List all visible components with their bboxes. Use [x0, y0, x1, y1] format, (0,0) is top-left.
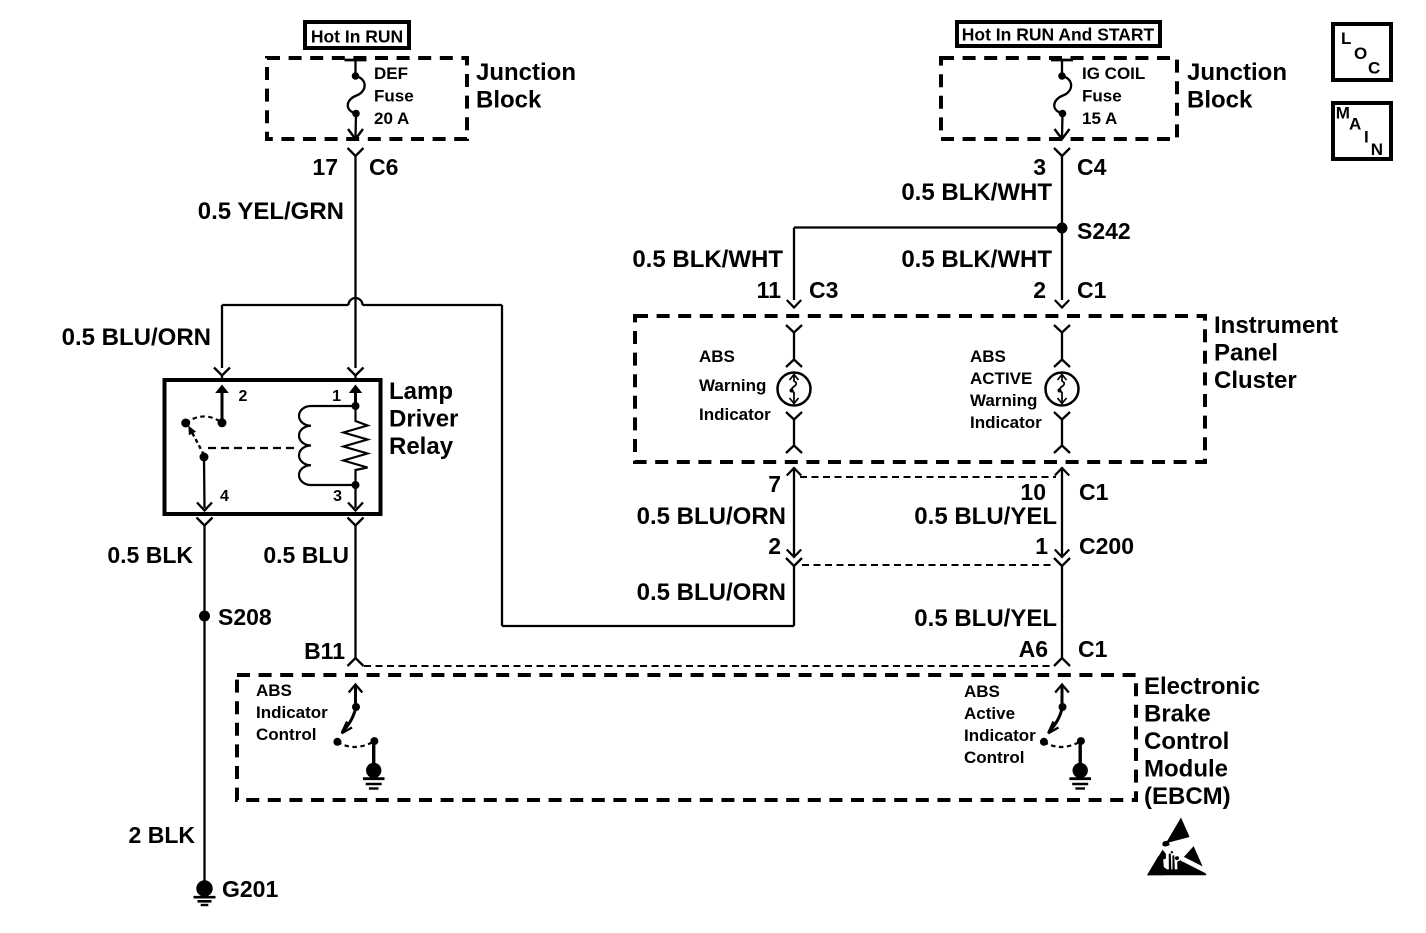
svg-text:S208: S208 — [218, 604, 272, 630]
svg-text:1: 1 — [1035, 533, 1048, 559]
svg-text:C6: C6 — [369, 154, 398, 180]
svg-text:Fuse: Fuse — [1082, 87, 1122, 106]
svg-text:C3: C3 — [809, 277, 838, 303]
svg-text:Relay: Relay — [389, 433, 454, 460]
svg-text:0.5 BLU: 0.5 BLU — [263, 542, 349, 568]
svg-text:C4: C4 — [1077, 154, 1107, 180]
svg-text:IG COIL: IG COIL — [1082, 64, 1145, 83]
svg-text:Indicator: Indicator — [699, 405, 771, 424]
svg-text:Hot In RUN: Hot In RUN — [311, 27, 403, 47]
svg-text:0.5 BLU/ORN: 0.5 BLU/ORN — [637, 579, 786, 606]
svg-text:0.5 BLK/WHT: 0.5 BLK/WHT — [901, 179, 1052, 206]
svg-text:Hot In RUN And START: Hot In RUN And START — [962, 25, 1155, 45]
svg-text:DEF: DEF — [374, 64, 408, 83]
svg-text:Brake: Brake — [1144, 701, 1211, 728]
svg-text:Warning: Warning — [699, 376, 766, 395]
svg-text:Block: Block — [1187, 87, 1253, 114]
svg-text:0.5 BLU/YEL: 0.5 BLU/YEL — [914, 605, 1057, 632]
svg-text:Fuse: Fuse — [374, 87, 414, 106]
svg-text:Indicator: Indicator — [964, 726, 1036, 745]
svg-text:0.5 BLU/ORN: 0.5 BLU/ORN — [637, 503, 786, 530]
svg-text:Active: Active — [964, 704, 1015, 723]
svg-text:10: 10 — [1020, 479, 1046, 505]
svg-text:0.5 BLU/ORN: 0.5 BLU/ORN — [62, 324, 211, 351]
svg-text:Instrument: Instrument — [1214, 312, 1338, 339]
svg-text:C: C — [1368, 59, 1380, 78]
svg-text:2: 2 — [768, 533, 781, 559]
svg-text:ABS: ABS — [970, 347, 1006, 366]
svg-text:ABS: ABS — [964, 682, 1000, 701]
svg-text:0.5 YEL/GRN: 0.5 YEL/GRN — [198, 198, 344, 225]
svg-text:3: 3 — [333, 488, 342, 505]
svg-text:7: 7 — [768, 471, 781, 497]
svg-text:(EBCM): (EBCM) — [1144, 783, 1231, 810]
svg-text:I: I — [1364, 128, 1369, 147]
svg-text:O: O — [1354, 44, 1367, 63]
svg-text:A6: A6 — [1019, 636, 1048, 662]
svg-text:M: M — [1336, 104, 1350, 123]
svg-text:B11: B11 — [304, 638, 345, 664]
svg-text:0.5 BLU/YEL: 0.5 BLU/YEL — [914, 503, 1057, 530]
svg-text:S242: S242 — [1077, 218, 1131, 244]
svg-text:4: 4 — [220, 488, 229, 505]
svg-text:C1: C1 — [1077, 277, 1107, 303]
svg-text:Control: Control — [256, 725, 316, 744]
svg-text:15 A: 15 A — [1082, 109, 1117, 128]
svg-text:ACTIVE: ACTIVE — [970, 369, 1032, 388]
svg-text:Control: Control — [964, 748, 1024, 767]
svg-text:Cluster: Cluster — [1214, 367, 1297, 394]
svg-text:20 A: 20 A — [374, 109, 409, 128]
svg-text:Junction: Junction — [476, 59, 576, 86]
svg-text:A: A — [1349, 115, 1361, 134]
svg-text:L: L — [1341, 29, 1351, 48]
svg-text:N: N — [1371, 140, 1383, 159]
svg-text:ABS: ABS — [699, 347, 735, 366]
svg-text:Panel: Panel — [1214, 340, 1278, 367]
svg-text:2: 2 — [1033, 277, 1046, 303]
svg-text:Indicator: Indicator — [970, 413, 1042, 432]
svg-text:C1: C1 — [1079, 479, 1109, 505]
svg-text:ABS: ABS — [256, 681, 292, 700]
svg-text:17: 17 — [312, 154, 338, 180]
svg-text:C200: C200 — [1079, 533, 1134, 559]
svg-text:2 BLK: 2 BLK — [129, 822, 196, 848]
svg-text:Block: Block — [476, 87, 542, 114]
svg-text:Indicator: Indicator — [256, 703, 328, 722]
svg-text:Control: Control — [1144, 728, 1229, 755]
svg-text:3: 3 — [1033, 154, 1046, 180]
svg-text:Driver: Driver — [389, 406, 458, 433]
svg-text:0.5 BLK: 0.5 BLK — [107, 542, 193, 568]
svg-text:11: 11 — [757, 277, 782, 303]
svg-text:G201: G201 — [222, 876, 278, 902]
svg-text:Warning: Warning — [970, 391, 1037, 410]
svg-text:0.5 BLK/WHT: 0.5 BLK/WHT — [632, 246, 783, 273]
svg-text:Electronic: Electronic — [1144, 673, 1260, 700]
svg-text:Junction: Junction — [1187, 59, 1287, 86]
svg-text:C1: C1 — [1078, 636, 1108, 662]
svg-text:2: 2 — [239, 388, 248, 405]
svg-text:1: 1 — [332, 388, 341, 405]
svg-text:0.5 BLK/WHT: 0.5 BLK/WHT — [901, 246, 1052, 273]
svg-text:Module: Module — [1144, 756, 1228, 783]
svg-text:Lamp: Lamp — [389, 378, 453, 405]
